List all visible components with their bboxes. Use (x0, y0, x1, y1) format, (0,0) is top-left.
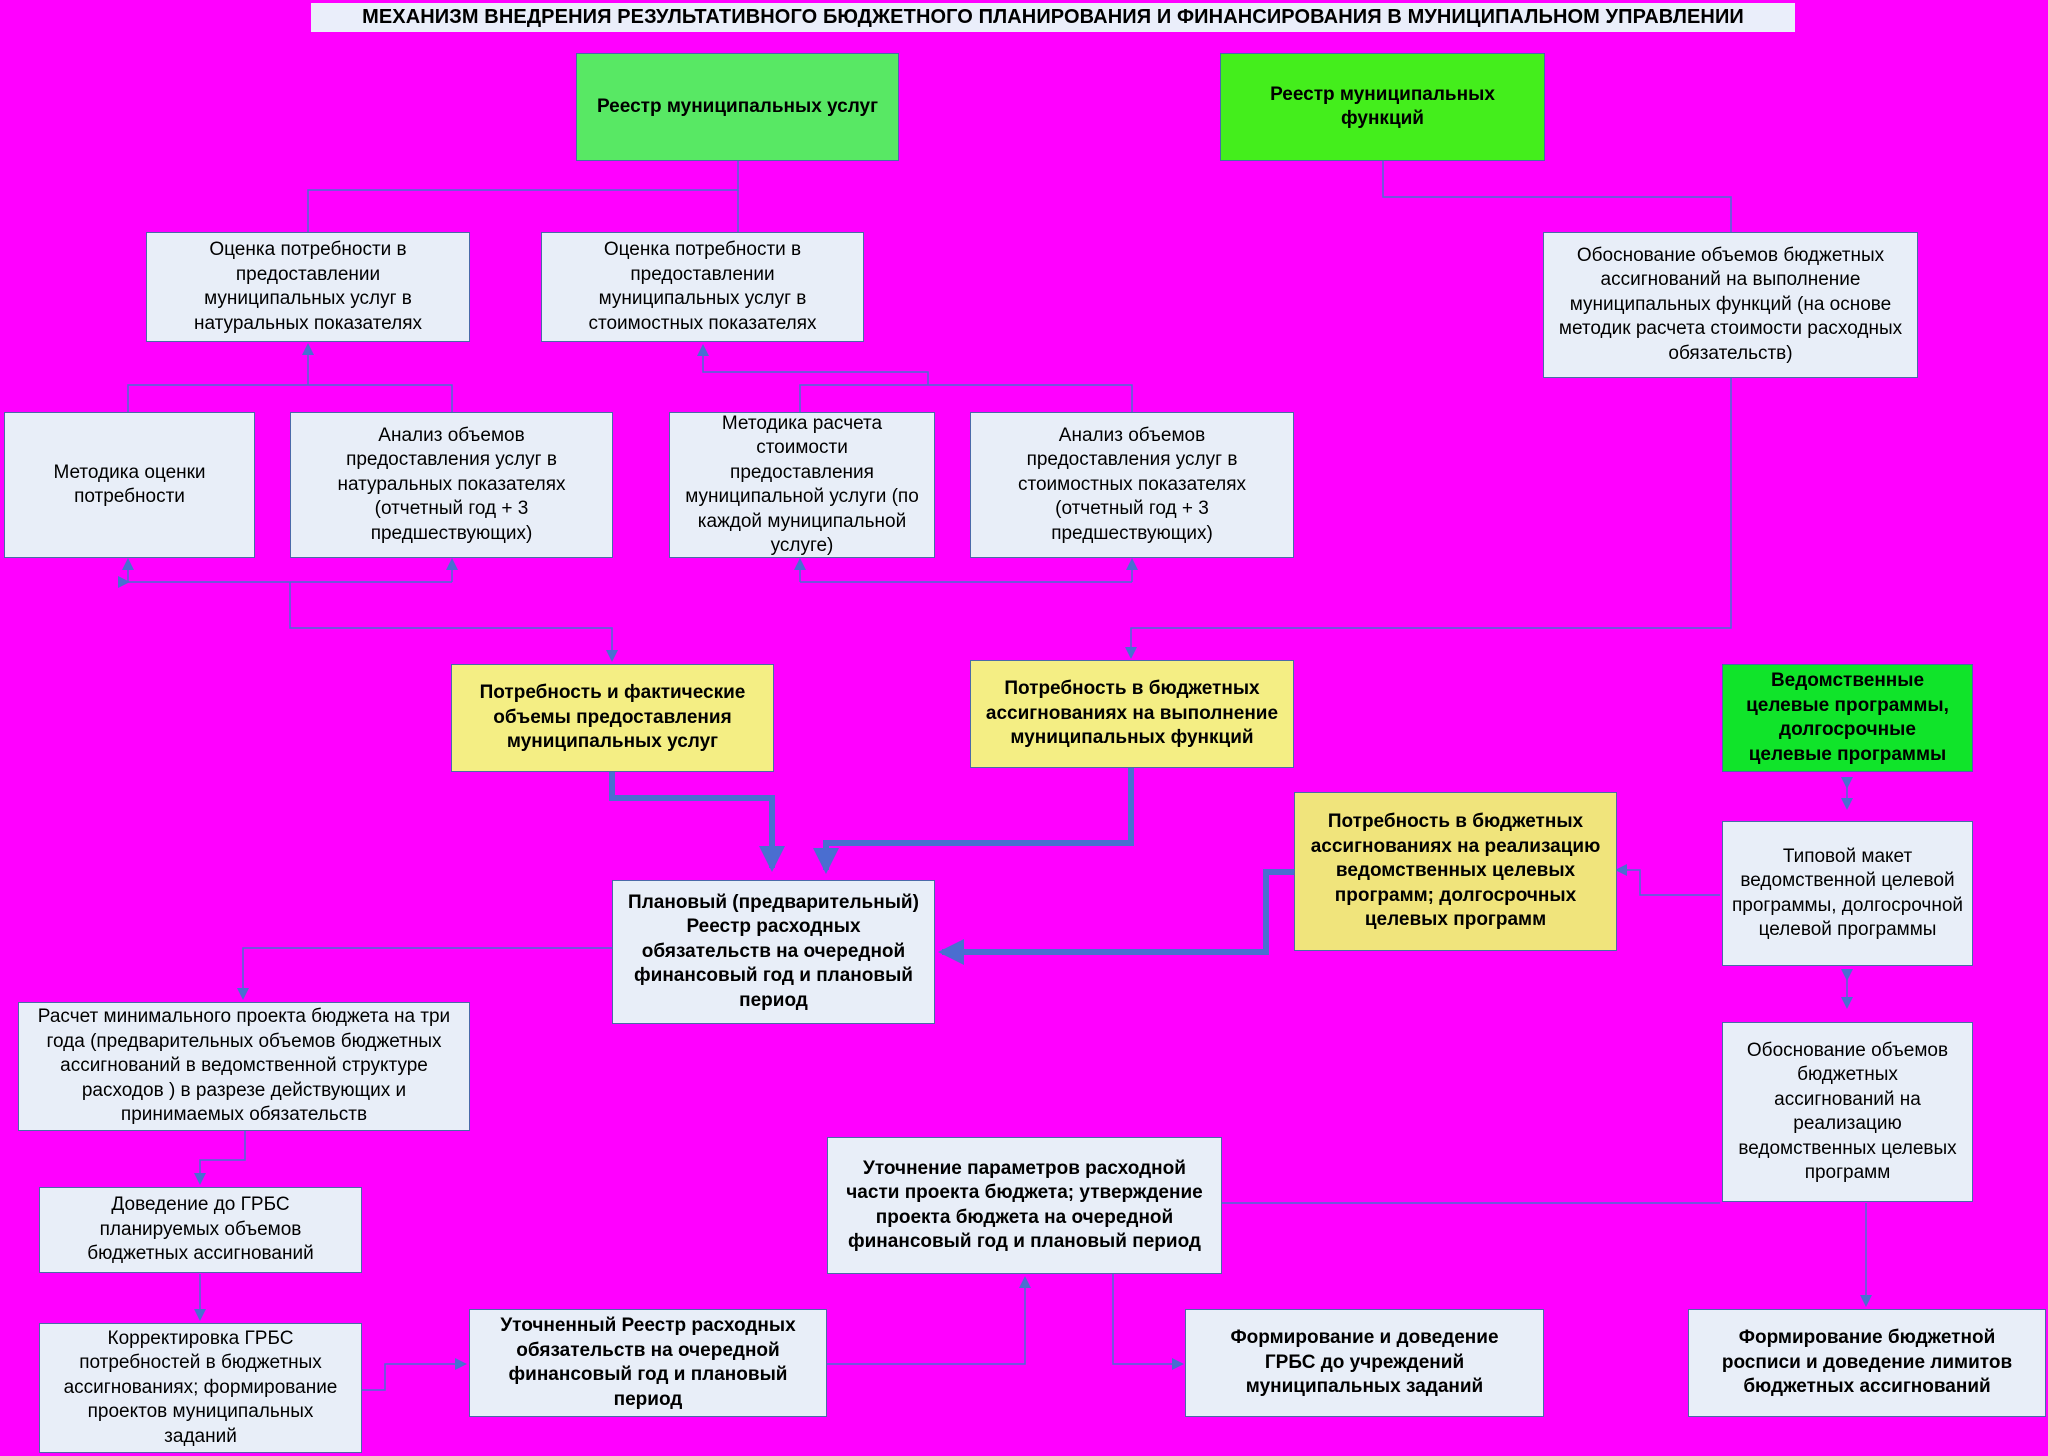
node-need-cost: Оценка потребности в предоставлении муни… (541, 232, 864, 342)
node-analysis-cost: Анализ объемов предоставления услуг в ст… (970, 412, 1294, 558)
thick-link-need-actual-to-planned (609, 772, 785, 872)
thick-link-need-programs-to-planned (938, 869, 1295, 965)
node-justify-programs: Обоснование объемов бюджетных ассигнован… (1722, 1022, 1973, 1202)
node-form-budget-list: Формирование бюджетной росписи и доведен… (1688, 1309, 2046, 1417)
node-analysis-natural: Анализ объемов предоставления услуг в на… (290, 412, 613, 558)
link-registry-services-to-need-natural (307, 160, 739, 232)
node-need-actual-services: Потребность и фактические объемы предост… (451, 664, 774, 772)
link-refined-registry-to-refine-params (827, 1276, 1031, 1365)
node-min-budget: Расчет минимального проекта бюджета на т… (18, 1002, 470, 1131)
link-method-cost-to-need-cost (799, 384, 1133, 412)
page-title: МЕХАНИЗМ ВНЕДРЕНИЯ РЕЗУЛЬТАТИВНОГО БЮДЖЕ… (311, 3, 1795, 32)
node-method-cost: Методика расчета стоимости предоставлени… (669, 412, 935, 558)
node-registry-functions: Реестр муниципальных функций (1220, 53, 1545, 161)
node-need-functions: Потребность в бюджетных ассигнованиях на… (970, 660, 1294, 768)
link-justify-functions-to-need-functions (1125, 378, 1732, 659)
thick-link-need-functions-to-planned (813, 768, 1134, 874)
node-adjust-grbs: Корректировка ГРБС потребностей в бюджет… (39, 1323, 362, 1453)
link-planned-registry-to-min-budget (237, 947, 612, 1000)
node-planned-registry: Плановый (предварительный) Реестр расход… (612, 880, 935, 1024)
link-adjust-to-refined-registry (362, 1358, 467, 1391)
node-template-program: Типовой макет ведомственной целевой прог… (1722, 821, 1973, 966)
link-min-budget-to-bring-grbs (194, 1131, 246, 1185)
node-form-tasks: Формирование и доведение ГРБС до учрежде… (1185, 1309, 1544, 1417)
link-bus-to-need-actual (289, 582, 618, 662)
node-need-natural: Оценка потребности в предоставлении муни… (146, 232, 470, 342)
link-refine-params-to-form-tasks (1112, 1274, 1184, 1370)
node-refined-registry: Уточненный Реестр расходных обязательств… (469, 1309, 827, 1417)
node-bring-grbs: Доведение до ГРБС планируемых объемов бю… (39, 1187, 362, 1273)
node-need-programs: Потребность в бюджетных ассигнованиях на… (1294, 792, 1617, 951)
link-method-need-to-need-natural (127, 384, 453, 412)
link-registry-functions-to-justify (1382, 160, 1732, 232)
node-justify-functions: Обоснование объемов бюджетных ассигнован… (1543, 232, 1918, 378)
link-template-to-need-programs (1615, 864, 1720, 896)
link-merge-to-need-cost (697, 344, 929, 385)
node-method-need: Методика оценки потребности (4, 412, 255, 558)
node-registry-services: Реестр муниципальных услуг (576, 53, 899, 161)
node-dept-programs: Ведомственные целевые программы, долгоср… (1722, 664, 1973, 772)
node-refine-params: Уточнение параметров расходной части про… (827, 1137, 1222, 1274)
